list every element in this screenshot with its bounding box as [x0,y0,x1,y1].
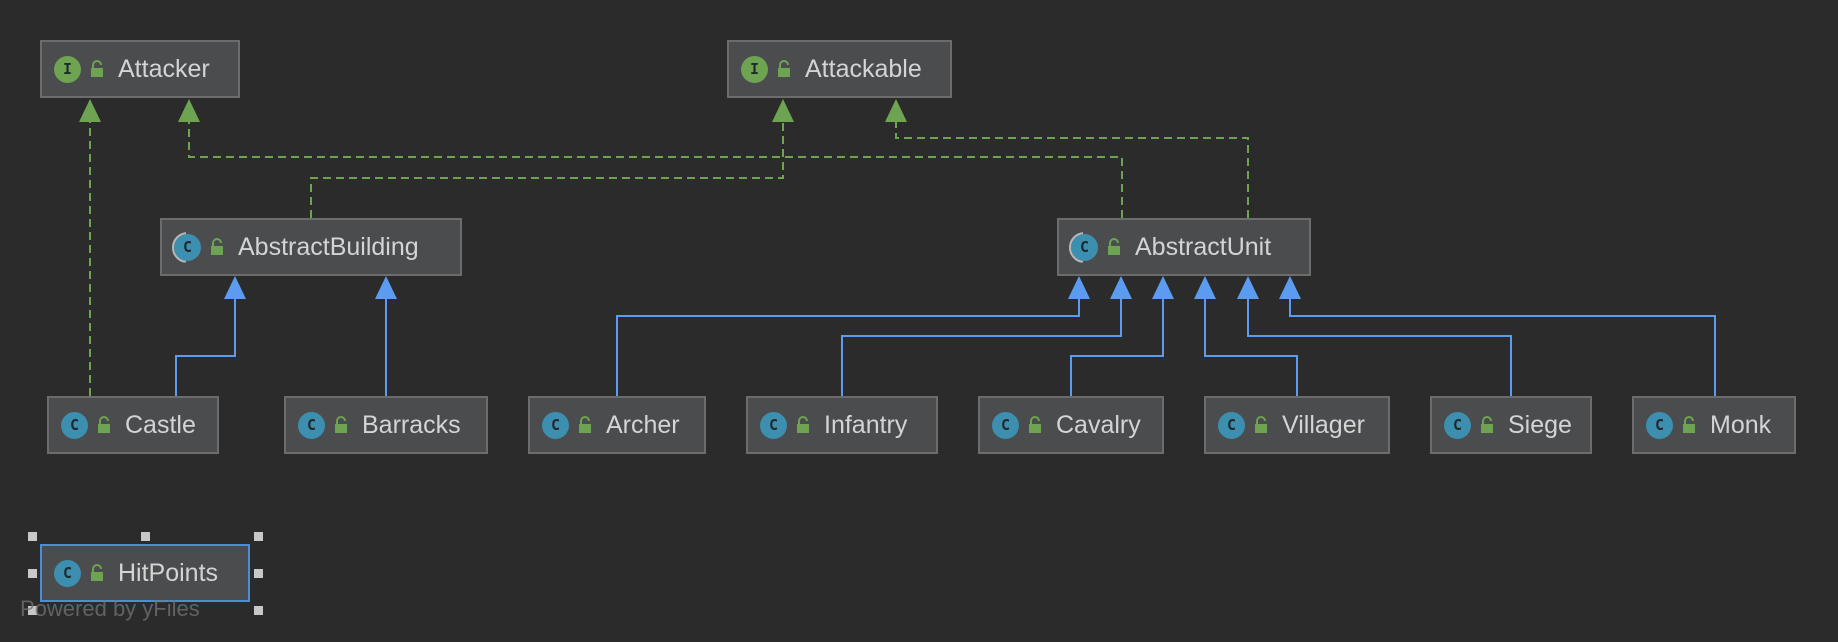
public-lock-icon [579,416,591,433]
node-label: AbstractBuilding [238,232,419,261]
selection-handle-bottom-left[interactable] [28,606,37,615]
node-label: Archer [606,410,680,439]
selection-handle-middle-right[interactable] [254,569,263,578]
interface-icon: I [54,55,81,83]
node-barracks[interactable]: C Barracks [284,396,488,454]
class-icon: C [54,559,81,587]
edge-castle-abstractbuilding [175,299,236,396]
arrowhead-attackable-right [885,99,907,122]
class-icon: C [760,411,787,439]
selection-handle-top-left[interactable] [28,532,37,541]
class-icon: C [1646,411,1673,439]
class-icon: C [1444,411,1471,439]
arrowhead-abstractbuilding-2 [375,276,397,299]
public-lock-icon [91,564,103,581]
node-label: Siege [1508,410,1572,439]
arrowhead-attacker-right [178,99,200,122]
class-icon: C [298,411,325,439]
node-castle[interactable]: C Castle [47,396,219,454]
edge-abstractunit-attackable [895,122,1249,218]
node-label: AbstractUnit [1135,232,1272,261]
edge-archer-abstractunit [616,299,1080,396]
arrowhead-abstractbuilding-1 [224,276,246,299]
interface-icon: I [741,55,768,83]
class-icon: C [992,411,1019,439]
node-attackable[interactable]: I Attackable [727,40,952,98]
selection-handle-top-right[interactable] [254,532,263,541]
node-label: HitPoints [118,558,219,587]
node-label: Monk [1710,410,1772,439]
node-label: Attackable [805,54,922,83]
arrowhead-abstractunit-2 [1110,276,1132,299]
node-villager[interactable]: C Villager [1204,396,1390,454]
node-siege[interactable]: C Siege [1430,396,1592,454]
arrowhead-attackable-left [772,99,794,122]
class-icon: C [1218,411,1245,439]
public-lock-icon [1108,238,1120,255]
implements-edges [89,122,1249,396]
public-lock-icon [335,416,347,433]
selection-handle-bottom-right[interactable] [254,606,263,615]
arrowhead-abstractunit-1 [1068,276,1090,299]
extends-arrowheads [224,276,1301,299]
edge-abstractbuilding-attackable [310,122,784,218]
public-lock-icon [98,416,110,433]
node-hitpoints[interactable]: C HitPoints [40,544,250,602]
abstract-class-icon: C [1071,233,1098,261]
node-label: Attacker [118,54,210,83]
class-icon: C [61,411,88,439]
node-abstract-building[interactable]: C AbstractBuilding [160,218,462,276]
node-monk[interactable]: C Monk [1632,396,1796,454]
node-label: Villager [1282,410,1365,439]
public-lock-icon [1481,416,1493,433]
implements-arrowheads [79,99,907,122]
arrowhead-abstractunit-4 [1194,276,1216,299]
extends-edges [175,299,1716,396]
public-lock-icon [778,60,790,77]
node-label: Barracks [362,410,461,439]
node-abstract-unit[interactable]: C AbstractUnit [1057,218,1311,276]
edge-abstractunit-attacker [188,122,1123,218]
class-icon: C [542,411,569,439]
abstract-class-icon: C [174,233,201,261]
arrowhead-abstractunit-3 [1152,276,1174,299]
node-attacker[interactable]: I Attacker [40,40,240,98]
edge-siege-abstractunit [1247,299,1512,396]
node-cavalry[interactable]: C Cavalry [978,396,1164,454]
node-label: Castle [125,410,196,439]
arrowhead-abstractunit-5 [1237,276,1259,299]
public-lock-icon [1255,416,1267,433]
public-lock-icon [1683,416,1695,433]
edge-monk-abstractunit [1289,299,1716,396]
selection-handle-top-center[interactable] [141,532,150,541]
arrowhead-attacker-left [79,99,101,122]
node-label: Cavalry [1056,410,1141,439]
public-lock-icon [797,416,809,433]
edge-villager-abstractunit [1204,299,1298,396]
edge-cavalry-abstractunit [1070,299,1164,396]
node-archer[interactable]: C Archer [528,396,706,454]
public-lock-icon [211,238,223,255]
selection-handle-middle-left[interactable] [28,569,37,578]
public-lock-icon [91,60,103,77]
yfiles-watermark: Powered by yFiles [20,596,200,621]
arrowhead-abstractunit-6 [1279,276,1301,299]
edge-infantry-abstractunit [841,299,1122,396]
node-infantry[interactable]: C Infantry [746,396,938,454]
public-lock-icon [1029,416,1041,433]
node-label: Infantry [824,410,908,439]
